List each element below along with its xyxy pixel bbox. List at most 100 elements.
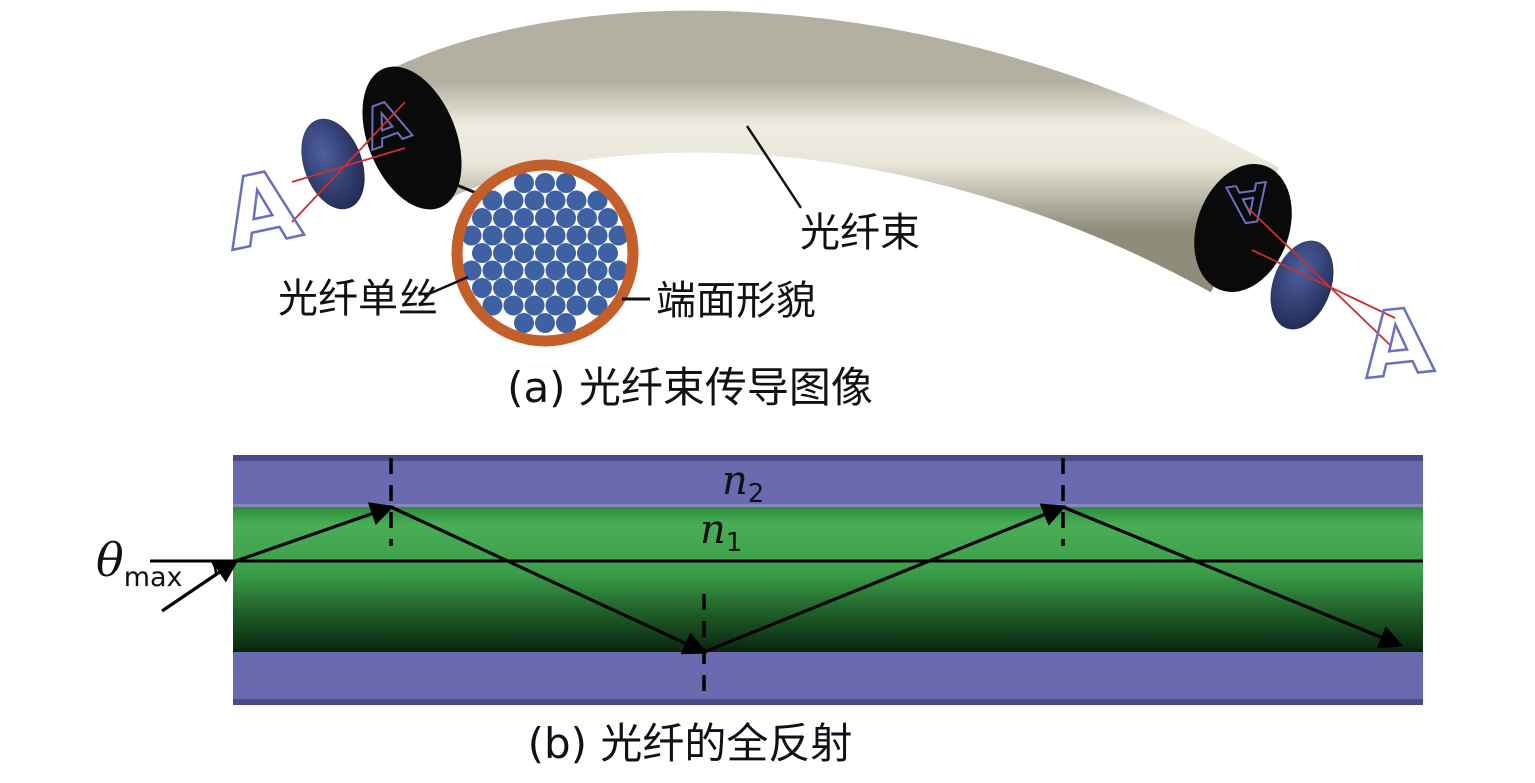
ray-segment-2 [390, 505, 708, 655]
n1-symbol: n [700, 507, 726, 553]
fiber-filament [535, 243, 555, 263]
fiber-filament [472, 278, 492, 298]
fiber-filament [482, 190, 503, 211]
fiber-filament [493, 243, 513, 263]
n1-label: n1 [700, 507, 742, 558]
letter-a-large-right: A [1357, 288, 1438, 400]
caption-a: (a) 光纤束传导图像 [507, 363, 873, 412]
fiber-filament [566, 225, 587, 246]
fiber-filament [545, 190, 566, 211]
fiber-filament [493, 208, 513, 228]
cladding-top-edge [233, 455, 1423, 461]
panel-b: θmax n2 n1 (b) 光纤的全反射 [96, 455, 1423, 768]
leader-bundle [745, 125, 803, 209]
fiber-filament [503, 190, 524, 211]
fiber-filament [514, 313, 534, 333]
input-rays [291, 101, 406, 223]
ray-path [161, 502, 1404, 655]
cladding-bottom [233, 652, 1423, 705]
fiber-filament [482, 260, 503, 281]
fiber-filament [535, 208, 555, 228]
fiber-filament [556, 278, 576, 298]
caption-b: (b) 光纤的全反射 [528, 719, 853, 768]
fiber-filament [545, 295, 566, 316]
fiber-filament [566, 190, 587, 211]
interface-top-highlight [233, 504, 1423, 507]
fiber-filament [577, 243, 597, 263]
fiber-filament [608, 260, 629, 281]
fiber-filament [545, 225, 566, 246]
fiber-filament [556, 313, 576, 333]
right-end-face [1194, 164, 1292, 292]
fiber-filament [514, 208, 534, 228]
fiber-filament [598, 208, 618, 228]
fiber-filament [577, 278, 597, 298]
fiber-filament [514, 278, 534, 298]
fiber-filament [587, 260, 608, 281]
fiber-filament [587, 225, 608, 246]
label-end-face: 端面形貌 [656, 278, 816, 324]
fiber-filament [556, 208, 576, 228]
fiber-filament [556, 173, 576, 193]
fiber-filament [461, 260, 482, 281]
output-letter: A [1356, 287, 1439, 401]
n2-symbol: n [722, 458, 748, 504]
fiber-filament [482, 295, 503, 316]
fiber-filament [514, 243, 534, 263]
input-lens [301, 118, 365, 210]
fiber-filament [598, 243, 618, 263]
fiber-filament [535, 278, 555, 298]
theta-max-arc [210, 560, 218, 575]
fiber-filament [472, 243, 492, 263]
panel-a: A A A A [212, 10, 1439, 412]
fiber-filament [503, 260, 524, 281]
output-lens [1270, 240, 1334, 330]
left-end-face [362, 66, 462, 210]
n2-subscript: 2 [748, 479, 765, 509]
input-letter: A [212, 146, 310, 273]
fiber-filament [472, 208, 492, 228]
cladding-bottom-edge [233, 699, 1423, 705]
fiber-filaments [461, 173, 629, 333]
fiber-filament [577, 208, 597, 228]
cladding-top [233, 455, 1423, 507]
inset-ring [451, 159, 639, 347]
fiber-filament [566, 260, 587, 281]
ray-segment-4 [1062, 505, 1404, 649]
fiber-filament [482, 225, 503, 246]
fiber-filament [587, 190, 608, 211]
theta-max-label: θmax [96, 533, 183, 593]
ray-incoming [161, 558, 239, 613]
fiber-filament [524, 190, 545, 211]
output-rays [1247, 207, 1396, 346]
fiber-filament [503, 295, 524, 316]
fiber-filament [524, 225, 545, 246]
fiber-filament [461, 225, 482, 246]
theta-subscript: max [124, 562, 183, 593]
fiber-filament [524, 260, 545, 281]
fiber-filament [587, 295, 608, 316]
fiber-filament [514, 173, 534, 193]
fiber-core [233, 507, 1423, 652]
n2-label: n2 [722, 458, 764, 509]
fiber-bundle-tube [378, 10, 1280, 293]
ray-line [1251, 249, 1396, 319]
fiber-filament [503, 225, 524, 246]
fiber-filament [566, 295, 587, 316]
fiber-filament [598, 278, 618, 298]
n1-subscript: 1 [726, 528, 743, 558]
fiber-filament [545, 260, 566, 281]
ray-line [291, 101, 406, 223]
fiber-filament [493, 278, 513, 298]
theta-symbol: θ [96, 533, 124, 587]
end-face-inset [451, 159, 639, 347]
ray-line [1247, 207, 1391, 346]
label-fiber-bundle: 光纤束 [800, 210, 920, 256]
fiber-filament [535, 313, 555, 333]
leader-filament [423, 275, 469, 298]
fiber-filament [535, 173, 555, 193]
fiber-filament [524, 295, 545, 316]
ray-segment-3 [703, 503, 1067, 654]
